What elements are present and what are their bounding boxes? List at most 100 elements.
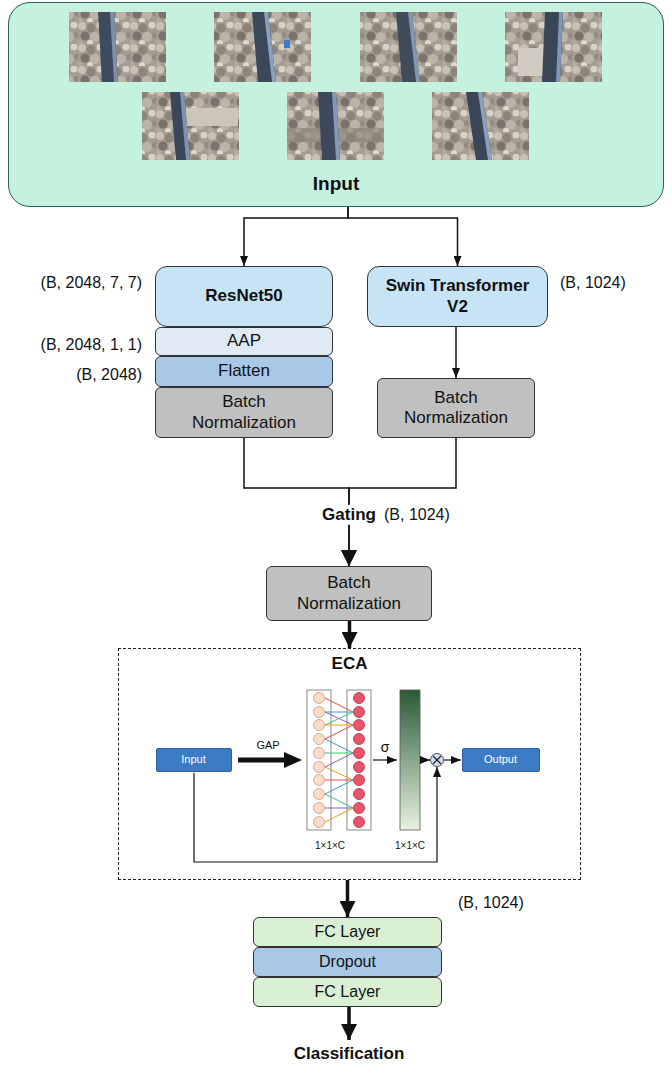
connector-arrow: [244, 438, 349, 566]
tensor-box: Output: [462, 748, 540, 772]
node-text: Batch Normalization: [391, 388, 521, 429]
eca-illustration: [314, 817, 325, 828]
layer-box: Dropout: [253, 947, 442, 977]
track-photo: [318, 92, 340, 160]
eca-illustration: [354, 803, 365, 814]
track-photo: [186, 108, 238, 126]
eca-illustration: [314, 762, 325, 773]
output-arrow: [347, 1007, 351, 1040]
shape-label: (B, 1024): [384, 505, 450, 524]
eca-illustration: [354, 775, 365, 786]
connector-arrow: [346, 880, 350, 917]
node-text: Dropout: [319, 952, 376, 971]
eca-illustration: [325, 794, 353, 808]
stage-label: Gating: [319, 505, 379, 525]
node-text: FC Layer: [315, 982, 381, 1001]
layer-box: AAP: [155, 327, 333, 356]
track-photo: [69, 12, 166, 82]
tensor-box: Input: [156, 748, 232, 772]
track-photo: [170, 92, 190, 160]
eca-illustration: [314, 775, 325, 786]
connector-arrow: [244, 207, 348, 266]
eca-illustration: [325, 767, 353, 780]
track-photo: [360, 12, 457, 82]
norm-box: Batch Normalization: [266, 566, 432, 621]
eca-illustration: [314, 748, 325, 759]
eca-illustration: [314, 693, 325, 828]
eca-illustration: [421, 759, 430, 760]
shape-label: 1×1×C: [315, 840, 345, 852]
track-photo: [556, 12, 563, 82]
input-panel: Input: [8, 2, 664, 207]
track-photo: [396, 12, 420, 82]
eca-illustration: [325, 698, 353, 712]
eca-illustration: [325, 808, 353, 809]
track-photo: [264, 12, 276, 82]
eca-illustration: [400, 690, 420, 830]
eca-illustration: [325, 780, 353, 794]
eca-illustration: [194, 767, 437, 862]
eca-illustration: [314, 789, 325, 800]
input-panel-fill: [8, 2, 664, 207]
track-photo: [214, 12, 311, 82]
eca-illustration: [354, 789, 365, 800]
shape-label: σ: [381, 739, 390, 756]
eca-illustration: [325, 712, 353, 713]
eca-illustration: [431, 754, 444, 767]
track-photo: [478, 92, 492, 160]
eca-illustration: [238, 758, 284, 763]
shape-label: (B, 2048): [76, 365, 142, 384]
eca-illustration: [194, 690, 461, 862]
eca-illustration: [354, 762, 365, 773]
input-panel-fill: [8, 2, 664, 207]
eca-illustration: [444, 759, 461, 760]
shape-label: (B, 1024): [458, 893, 524, 912]
eca-illustration: [354, 817, 365, 828]
norm-box: Batch Normalization: [155, 387, 333, 438]
layer-box: Flatten: [155, 356, 333, 387]
node-text: Output: [484, 753, 517, 766]
track-photo: [505, 12, 602, 82]
track-photo: [252, 12, 276, 82]
shape-label: (B, 2048, 7, 7): [41, 273, 142, 292]
node-text: Batch Normalization: [284, 573, 414, 614]
eca-illustration: [307, 690, 331, 830]
attention-block: InputOutputECA: [118, 648, 581, 880]
connector-arrow: [348, 621, 352, 648]
eca-illustration: [373, 759, 397, 760]
eca-illustration: [433, 756, 441, 764]
eca-illustration: [354, 720, 365, 731]
eca-illustration: [325, 712, 353, 725]
node-text: AAP: [227, 331, 261, 351]
eca-illustration: [314, 734, 325, 745]
node-text: Input: [313, 173, 359, 196]
track-photo: [284, 40, 290, 48]
layer-box: FC Layer: [253, 977, 442, 1007]
connector-arrow: [348, 207, 458, 266]
shape-label: GAP: [256, 739, 279, 752]
node-text: Flatten: [218, 361, 270, 381]
shape-label: 1×1×C: [395, 840, 425, 852]
track-photo: [466, 92, 492, 160]
eca-illustration: [325, 739, 353, 753]
track-photo: [110, 12, 118, 82]
backbone-box: ResNet50: [155, 266, 333, 327]
eca-illustration: [325, 725, 353, 739]
eca-illustration: [325, 780, 353, 781]
node-text: FC Layer: [315, 922, 381, 941]
backbone-box: Swin Transformer V2: [367, 266, 548, 327]
eca-illustration: [433, 756, 441, 764]
connector-arrow: [349, 438, 456, 566]
stage-label: Classification: [294, 1044, 405, 1064]
eca-illustration: [314, 707, 325, 718]
eca-illustration: [325, 753, 353, 767]
eca-illustration: [325, 698, 353, 822]
node-text: ResNet50: [205, 286, 283, 306]
track-photo: [432, 92, 529, 160]
eca-illustration: [354, 734, 365, 745]
track-photo: [287, 92, 384, 160]
shape-label: (B, 2048, 1, 1): [41, 335, 142, 354]
